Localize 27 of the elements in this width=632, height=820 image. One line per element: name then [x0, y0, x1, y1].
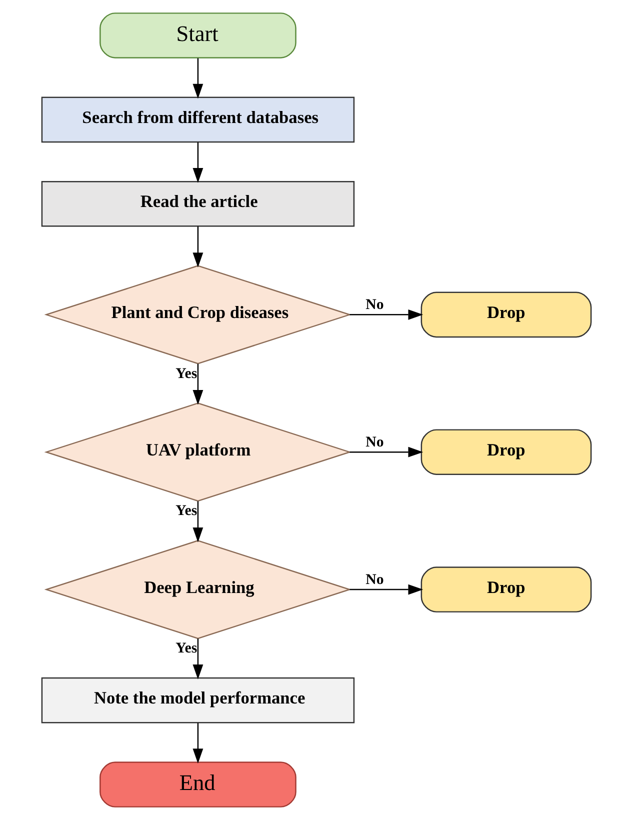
node-box: Read the article [40, 180, 354, 227]
arrow [192, 723, 203, 764]
arrow [349, 309, 423, 320]
node-box: Drop [420, 566, 592, 612]
node-box: Drop [420, 429, 592, 475]
node-box: Search from different databases [40, 96, 354, 143]
edge-label: Yes [175, 640, 197, 656]
arrow [192, 501, 203, 542]
arrow [192, 142, 203, 183]
edge-label: No [365, 434, 384, 451]
edge-label: Yes [175, 503, 197, 520]
node-diamond: Deep Learning [44, 540, 352, 640]
edge-label: No [365, 572, 384, 588]
arrow [349, 584, 423, 595]
node-box: Drop [420, 292, 592, 338]
node-box: End [99, 762, 296, 808]
arrow [349, 446, 423, 458]
edge-label: Yes [175, 366, 197, 382]
arrow [192, 364, 203, 405]
arrow [192, 638, 203, 680]
arrow [192, 226, 203, 268]
arrow [192, 58, 203, 99]
node-box: Start [99, 12, 296, 58]
node-diamond: Plant and Crop diseases [44, 265, 352, 364]
node-diamond: UAV platform [44, 402, 352, 502]
edge-label: No [365, 297, 384, 314]
node-box: Note the model performance [40, 677, 354, 724]
